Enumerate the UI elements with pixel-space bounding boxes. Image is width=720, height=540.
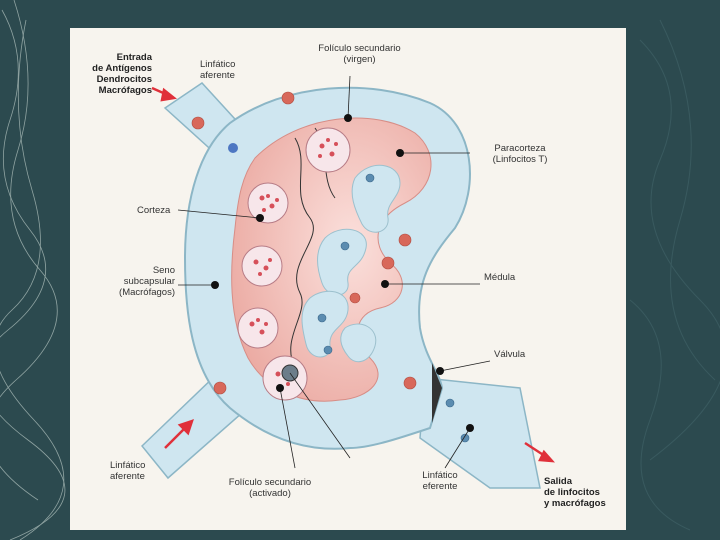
follicle-boundary-line bbox=[290, 137, 314, 369]
label-salida-linfocitos: Salida de linfocitos y macrófagos bbox=[544, 476, 606, 509]
flow-arrows bbox=[151, 86, 556, 463]
lymphocyte-cells bbox=[317, 173, 470, 443]
leader-lines bbox=[177, 75, 491, 469]
label-seno-subcapsular: Seno subcapsular (Macrófagos) bbox=[119, 265, 175, 298]
macrophage-cells bbox=[191, 91, 417, 395]
label-foliculo-activado: Folículo secundario (activado) bbox=[228, 477, 312, 499]
label-paracorteza: Paracorteza (Linfocitos T) bbox=[492, 143, 548, 165]
label-corteza: Corteza bbox=[137, 205, 171, 216]
valve bbox=[432, 363, 442, 423]
lymph-node-illustration bbox=[140, 75, 556, 489]
label-entrada-antigenos: Entrada de Antígenos Dendrocitos Macrófa… bbox=[92, 52, 152, 96]
dendritic-cell bbox=[228, 143, 238, 153]
medullary-channels bbox=[301, 164, 401, 363]
label-linfatico-eferente: Linfático eferente bbox=[422, 470, 458, 492]
label-medula: Médula bbox=[484, 272, 516, 283]
follicle-cells bbox=[249, 138, 338, 386]
label-valvula: Válvula bbox=[494, 349, 526, 360]
leader-dots bbox=[211, 114, 474, 432]
label-foliculo-virgen: Folículo secundario (virgen) bbox=[318, 43, 401, 65]
lymph-node-diagram-panel: Entrada de Antígenos Dendrocitos Macrófa… bbox=[70, 28, 626, 530]
label-linfatico-aferente-top: Linfático aferente bbox=[200, 59, 236, 81]
label-linfatico-aferente-bottom: Linfático aferente bbox=[110, 460, 146, 482]
